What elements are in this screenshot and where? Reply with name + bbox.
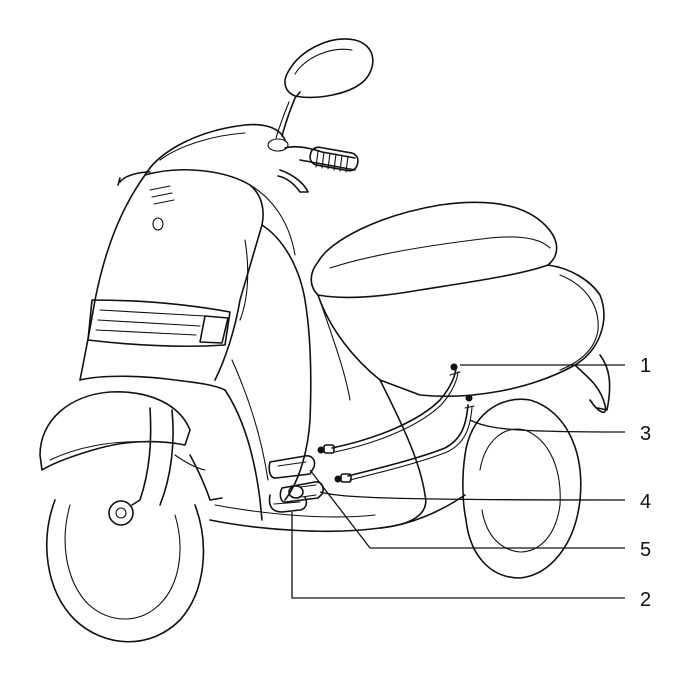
callout-1: 1 (640, 355, 651, 377)
floorboard (209, 494, 466, 533)
cable-3 (334, 394, 475, 483)
part-4-junction (279, 481, 324, 503)
leader-5 (309, 469, 625, 549)
part-2-housing (268, 494, 308, 513)
scooter-rear-body (310, 201, 611, 529)
callout-3: 3 (640, 423, 651, 445)
leader-3 (469, 419, 626, 433)
leader-lines (291, 364, 626, 599)
leader-2 (291, 512, 625, 599)
mirror (284, 38, 374, 99)
handlebar-assembly (117, 38, 374, 193)
front-fork (131, 407, 223, 506)
scooter-front-body (79, 169, 312, 521)
callout-5: 5 (640, 539, 651, 561)
front-fender (39, 391, 191, 471)
cable-1 (317, 363, 461, 454)
callout-4: 4 (640, 491, 651, 513)
callout-2: 2 (640, 589, 651, 611)
leader-4 (319, 491, 626, 501)
front-wheel (46, 499, 205, 643)
part-5-clamp (268, 455, 316, 479)
handlebar-grip (309, 146, 359, 173)
rear-wheel (462, 398, 582, 579)
